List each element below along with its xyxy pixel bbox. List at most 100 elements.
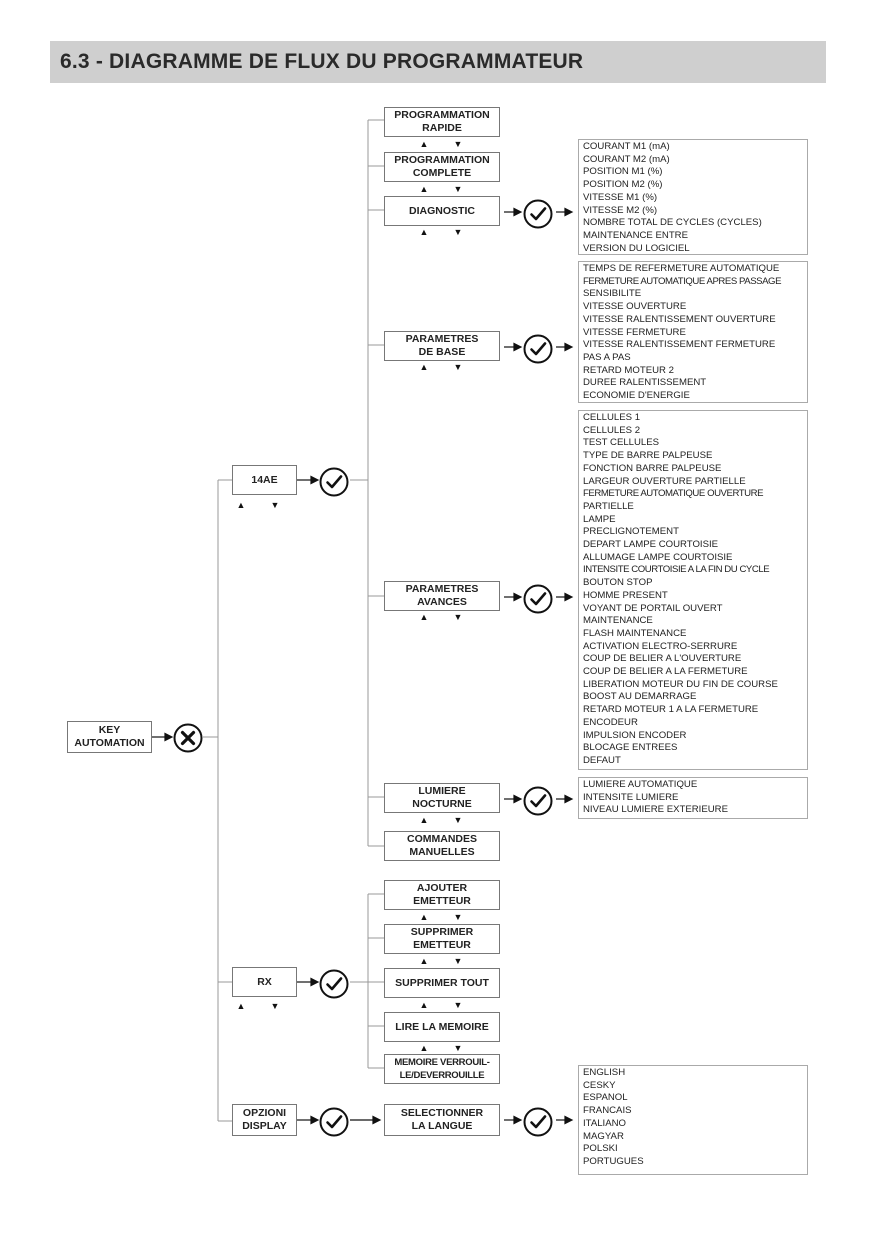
confirm-icon-rx[interactable]: [318, 968, 350, 1000]
up-arrow-icon[interactable]: ▲: [419, 956, 429, 966]
list-item: COURANT M2 (mA): [583, 153, 670, 165]
down-arrow-icon[interactable]: ▼: [453, 227, 463, 237]
list-item: TYPE DE BARRE PALPEUSE: [583, 450, 713, 462]
cancel-icon[interactable]: [172, 722, 204, 754]
list-item: VOYANT DE PORTAIL OUVERT: [583, 602, 723, 614]
down-arrow-icon[interactable]: ▼: [270, 500, 280, 510]
list-item: VITESSE OUVERTURE: [583, 301, 687, 313]
menu-programmation-rapide[interactable]: PROGRAMMATION RAPIDE: [384, 107, 500, 137]
up-arrow-icon[interactable]: ▲: [419, 184, 429, 194]
lumiere-nocturne-list: LUMIERE AUTOMATIQUE INTENSITE LUMIERE NI…: [578, 777, 808, 819]
nav-arrows-14ae: ▲▼: [224, 500, 292, 510]
list-item: DEFAUT: [583, 754, 621, 766]
down-arrow-icon[interactable]: ▼: [453, 1000, 463, 1010]
down-arrow-icon[interactable]: ▼: [453, 184, 463, 194]
up-arrow-icon[interactable]: ▲: [419, 139, 429, 149]
list-item: VERSION DU LOGICIEL: [583, 242, 690, 254]
menu-selectionner-langue[interactable]: SELECTIONNER LA LANGUE: [384, 1104, 500, 1136]
menu-commandes-manuelles[interactable]: COMMANDES MANUELLES: [384, 831, 500, 861]
up-arrow-icon[interactable]: ▲: [236, 1001, 246, 1011]
menu-supprimer-tout[interactable]: SUPPRIMER TOUT: [384, 968, 500, 998]
down-arrow-icon[interactable]: ▼: [453, 956, 463, 966]
menu-ajouter-emetteur[interactable]: AJOUTER EMETTEUR: [384, 880, 500, 910]
confirm-icon-14ae[interactable]: [318, 466, 350, 498]
up-arrow-icon[interactable]: ▲: [419, 1000, 429, 1010]
list-item: VITESSE RALENTISSEMENT OUVERTURE: [583, 313, 776, 325]
list-item: IMPULSION ENCODER: [583, 729, 687, 741]
up-arrow-icon[interactable]: ▲: [419, 912, 429, 922]
list-item: TEST CELLULES: [583, 437, 660, 449]
menu-parametres-avances[interactable]: PARAMETRES AVANCES: [384, 581, 500, 611]
down-arrow-icon[interactable]: ▼: [453, 1043, 463, 1053]
diagnostic-list: COURANT M1 (mA) COURANT M2 (mA) POSITION…: [578, 139, 808, 255]
menu-diagnostic[interactable]: DIAGNOSTIC: [384, 196, 500, 226]
confirm-icon-parametres-base[interactable]: [522, 333, 554, 365]
parametres-avances-list: CELLULES 1 CELLULES 2 TEST CELLULES TYPE…: [578, 410, 808, 770]
list-item: VITESSE M2 (%): [583, 204, 658, 216]
list-item: VITESSE RALENTISSEMENT FERMETURE: [583, 339, 776, 351]
nav-arrows: ▲▼: [407, 139, 475, 149]
down-arrow-icon[interactable]: ▼: [453, 912, 463, 922]
confirm-icon-lumiere[interactable]: [522, 785, 554, 817]
list-item: FONCTION BARRE PALPEUSE: [583, 462, 722, 474]
menu-lire-memoire[interactable]: LIRE LA MEMOIRE: [384, 1012, 500, 1042]
list-item: VITESSE FERMETURE: [583, 326, 686, 338]
up-arrow-icon[interactable]: ▲: [419, 362, 429, 372]
key-automation-node[interactable]: KEY AUTOMATION: [67, 721, 152, 753]
confirm-icon-parametres-avances[interactable]: [522, 583, 554, 615]
up-arrow-icon[interactable]: ▲: [419, 612, 429, 622]
menu-opzioni-display[interactable]: OPZIONI DISPLAY: [232, 1104, 297, 1136]
menu-14ae[interactable]: 14AE: [232, 465, 297, 495]
nav-arrows: ▲▼: [407, 184, 475, 194]
nav-arrows: ▲▼: [407, 612, 475, 622]
list-item: ESPANOL: [583, 1092, 628, 1104]
list-item: COURANT M1 (mA): [583, 141, 670, 152]
list-item: CELLULES 2: [583, 424, 641, 436]
menu-supprimer-emetteur[interactable]: SUPPRIMER EMETTEUR: [384, 924, 500, 954]
list-item: ITALIANO: [583, 1117, 627, 1129]
list-item: LARGEUR OUVERTURE PARTIELLE: [583, 475, 746, 487]
parametres-base-list: TEMPS DE REFERMETURE AUTOMATIQUE FERMETU…: [578, 261, 808, 403]
nav-arrows: ▲▼: [407, 362, 475, 372]
list-item: COUP DE BELIER A LA FERMETURE: [583, 666, 748, 678]
list-item: TEMPS DE REFERMETURE AUTOMATIQUE: [583, 263, 780, 274]
up-arrow-icon[interactable]: ▲: [419, 815, 429, 825]
list-item: MAINTENANCE: [583, 615, 653, 627]
list-item: ACTIVATION ELECTRO-SERRURE: [583, 640, 738, 652]
list-item: DEPART LAMPE COURTOISIE: [583, 539, 719, 551]
up-arrow-icon[interactable]: ▲: [419, 227, 429, 237]
confirm-icon-diagnostic[interactable]: [522, 198, 554, 230]
list-item: VITESSE M1 (%): [583, 191, 658, 203]
menu-memoire-verrouillee[interactable]: MEMOIRE VERROUIL- LE/DEVERROUILLE: [384, 1054, 500, 1084]
section-title: 6.3 - DIAGRAMME DE FLUX DU PROGRAMMATEUR: [60, 50, 584, 73]
confirm-icon-opzioni[interactable]: [318, 1106, 350, 1138]
menu-parametres-base[interactable]: PARAMETRES DE BASE: [384, 331, 500, 361]
nav-arrows: ▲▼: [407, 227, 475, 237]
confirm-icon-langue[interactable]: [522, 1106, 554, 1138]
down-arrow-icon[interactable]: ▼: [453, 612, 463, 622]
down-arrow-icon[interactable]: ▼: [453, 815, 463, 825]
down-arrow-icon[interactable]: ▼: [270, 1001, 280, 1011]
list-item: NIVEAU LUMIERE EXTERIEURE: [583, 804, 729, 816]
menu-lumiere-nocturne[interactable]: LUMIERE NOCTURNE: [384, 783, 500, 813]
list-item: LUMIERE AUTOMATIQUE: [583, 779, 698, 790]
down-arrow-icon[interactable]: ▼: [453, 139, 463, 149]
section-header: 6.3 - DIAGRAMME DE FLUX DU PROGRAMMATEUR: [50, 41, 826, 83]
list-item: ALLUMAGE LAMPE COURTOISIE: [583, 551, 733, 563]
list-item: MAGYAR: [583, 1130, 624, 1142]
down-arrow-icon[interactable]: ▼: [453, 362, 463, 372]
list-item: INTENSITE COURTOISIE A LA FIN DU CYCLE: [583, 564, 770, 576]
list-item: RETARD MOTEUR 2: [583, 364, 674, 376]
list-item: RETARD MOTEUR 1 A LA FERMETURE: [583, 704, 759, 716]
list-item: PAS A PAS: [583, 351, 631, 363]
menu-rx[interactable]: RX: [232, 967, 297, 997]
up-arrow-icon[interactable]: ▲: [236, 500, 246, 510]
menu-programmation-complete[interactable]: PROGRAMMATION COMPLETE: [384, 152, 500, 182]
nav-arrows-rx: ▲▼: [224, 1001, 292, 1011]
up-arrow-icon[interactable]: ▲: [419, 1043, 429, 1053]
nav-arrows: ▲▼: [407, 912, 475, 922]
list-item: SENSIBILITE: [583, 288, 642, 300]
list-item: POSITION M1 (%): [583, 166, 663, 178]
